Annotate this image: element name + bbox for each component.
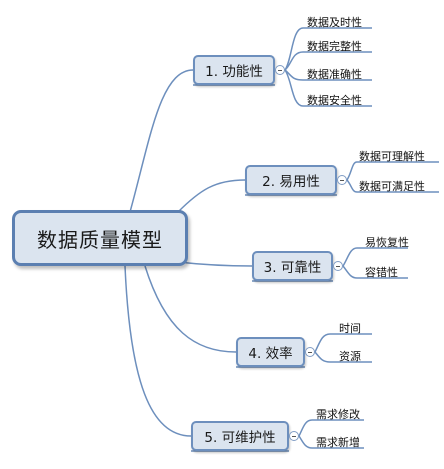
collapse-toggle-icon[interactable] [333,261,343,271]
branch-label: 1. 功能性 [205,64,263,80]
collapse-toggle-icon[interactable] [275,65,285,75]
leaf-item[interactable]: 易恢复性 [365,236,409,249]
root-node[interactable]: 数据质量模型 [12,210,188,266]
link-root-branch-5 [124,265,192,437]
branch-efficiency[interactable]: 4. 效率 [236,337,305,367]
branch-reliability[interactable]: 3. 可靠性 [252,251,333,281]
branch-label: 3. 可靠性 [263,260,322,276]
branch-label: 4. 效率 [248,346,293,362]
leaf-item[interactable]: 数据安全性 [307,94,362,107]
branch-label: 2. 易用性 [262,174,320,190]
collapse-toggle-icon[interactable] [305,347,315,357]
branch-maintainability[interactable]: 5. 可维护性 [191,421,289,451]
branch-usability[interactable]: 2. 易用性 [245,165,337,195]
link-root-branch-2 [177,179,246,213]
leaf-item[interactable]: 需求修改 [316,408,360,421]
leaf-item[interactable]: 数据可满足性 [359,180,425,193]
root-label: 数据质量模型 [37,227,163,252]
branch-functionality[interactable]: 1. 功能性 [193,55,275,85]
branch-label: 5. 可维护性 [204,430,276,446]
link-root-branch-4 [144,265,237,353]
leaf-item[interactable]: 数据完整性 [307,40,362,53]
link-root-branch-3 [177,261,253,267]
leaf-item[interactable]: 资源 [339,350,361,363]
collapse-toggle-icon[interactable] [289,431,299,441]
leaf-item[interactable]: 数据可理解性 [359,150,425,163]
leaf-item[interactable]: 需求新增 [316,436,360,449]
leaf-item[interactable]: 数据准确性 [307,68,362,81]
leaf-item[interactable]: 时间 [339,322,361,335]
link-root-branch-1 [129,69,194,213]
collapse-toggle-icon[interactable] [337,175,347,185]
leaf-item[interactable]: 容错性 [365,266,398,279]
leaf-item[interactable]: 数据及时性 [307,16,362,29]
